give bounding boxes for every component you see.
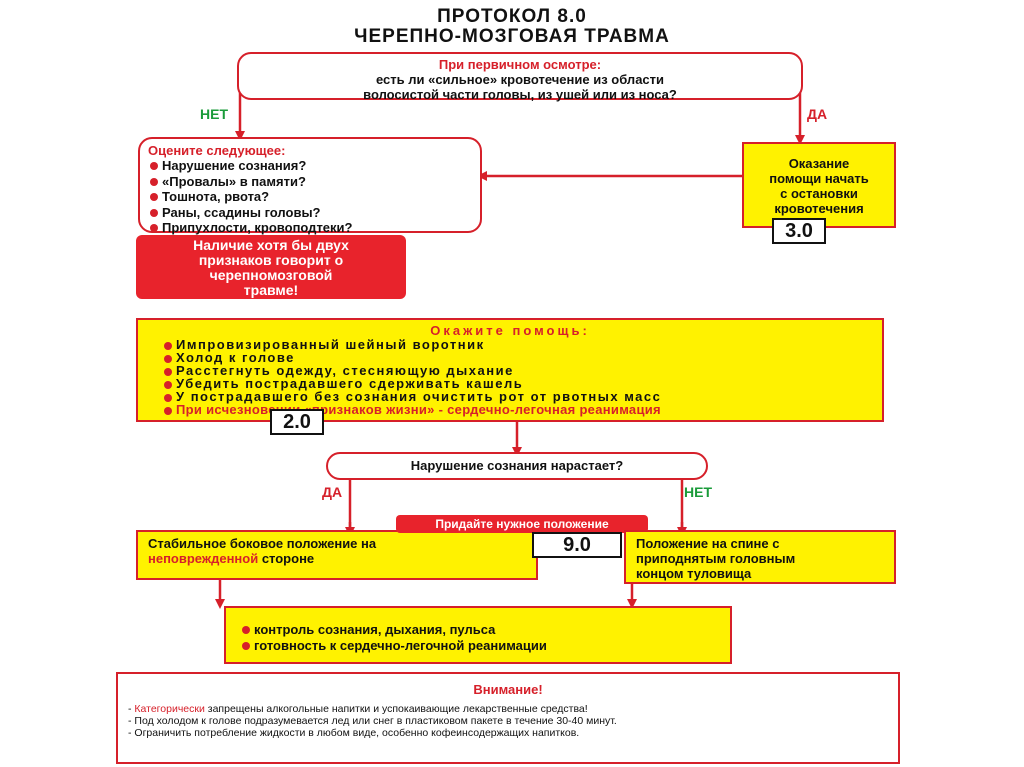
conclusion-line3: черепномозговой	[209, 267, 333, 283]
warning-categorically: Категорически	[134, 703, 205, 715]
bleeding-line1: Оказание	[788, 156, 850, 171]
warning-box: Внимание! - Категорически запрещены алко…	[116, 672, 900, 764]
side-position-box: Стабильное боковое положение на неповреж…	[136, 530, 538, 580]
warning-line2: - Под холодом к голове подразумевается л…	[128, 715, 617, 727]
bleeding-line4: кровотечения	[774, 201, 864, 216]
assess-heading: Оцените следующее:	[148, 143, 286, 158]
warning-heading: Внимание!	[473, 682, 543, 697]
warning-line1: запрещены алкогольные напитки и успокаив…	[204, 703, 588, 715]
help-item: Расстегнуть одежду, стесняющую дыхание	[162, 364, 882, 377]
bleeding-line3: с остановки	[780, 186, 858, 201]
back-position-line2: приподнятым головным	[636, 551, 796, 566]
protocol-subtitle: ЧЕРЕПНО-МОЗГОВАЯ ТРАВМА	[354, 26, 670, 47]
label-no-2: НЕТ	[684, 484, 712, 500]
help-box: Окажите помощь: Импровизированный шейный…	[136, 318, 884, 422]
conclusion-line2: признаков говорит о	[198, 252, 344, 268]
position-heading: Придайте нужное положение	[396, 515, 648, 533]
initial-check-line1: есть ли «сильное» кровотечение из област…	[375, 72, 665, 87]
assess-item: Нарушение сознания?	[148, 158, 480, 174]
initial-check-heading: При первичном осмотре:	[438, 57, 602, 72]
initial-check-line2: волосистой части головы, из ушей или из …	[363, 87, 677, 102]
assess-item: Раны, ссадины головы?	[148, 205, 480, 221]
label-yes-2: ДА	[322, 484, 343, 500]
assess-item: «Провалы» в памяти?	[148, 174, 480, 190]
initial-check-box: При первичном осмотре: есть ли «сильное»…	[237, 52, 803, 102]
label-yes-1: ДА	[807, 106, 828, 122]
assess-box: Оцените следующее: Нарушение сознания? «…	[138, 137, 482, 236]
side-position-uninjured: неповрежденной	[148, 551, 259, 566]
protocol-title: ПРОТОКОЛ 8.0	[437, 6, 587, 27]
side-position-line1: Стабильное боковое положение на	[148, 536, 377, 551]
label-no-1: НЕТ	[200, 106, 228, 122]
monitor-item: контроль сознания, дыхания, пульса	[240, 622, 730, 638]
help-item: Импровизированный шейный воротник	[162, 338, 882, 351]
help-item: Убедить пострадавшего сдерживать кашель	[162, 377, 882, 390]
ref-2-0: 2.0	[270, 409, 324, 435]
back-position-box: Положение на спине с приподнятым головны…	[624, 530, 896, 584]
assess-item: Припухлости, кровоподтеки?	[148, 220, 480, 236]
question2-text: Нарушение сознания нарастает?	[410, 458, 624, 473]
help-item: Холод к голове	[162, 351, 882, 364]
ref-3-0: 3.0	[772, 218, 826, 244]
ref-9-0: 9.0	[532, 532, 622, 558]
question2-box: Нарушение сознания нарастает?	[326, 452, 708, 480]
help-item: У пострадавшего без сознания очистить ро…	[162, 390, 882, 403]
monitor-item: готовность к сердечно-легочной реанимаци…	[240, 638, 730, 654]
side-position-line2: стороне	[258, 551, 315, 566]
conclusion-box: Наличие хотя бы двух признаков говорит о…	[136, 235, 406, 299]
bleeding-line2: помощи начать	[769, 171, 869, 186]
assess-item: Тошнота, рвота?	[148, 189, 480, 205]
back-position-line1: Положение на спине с	[636, 536, 780, 551]
back-position-line3: концом туловища	[636, 566, 752, 581]
bleeding-box: Оказание помощи начать с остановки крово…	[742, 142, 896, 228]
help-heading: Окажите помощь:	[430, 323, 590, 338]
conclusion-line4: травме!	[243, 282, 299, 298]
warning-line3: - Ограничить потребление жидкости в любо…	[128, 727, 580, 739]
monitor-box: контроль сознания, дыхания, пульса готов…	[224, 606, 732, 664]
conclusion-line1: Наличие хотя бы двух	[193, 237, 349, 253]
